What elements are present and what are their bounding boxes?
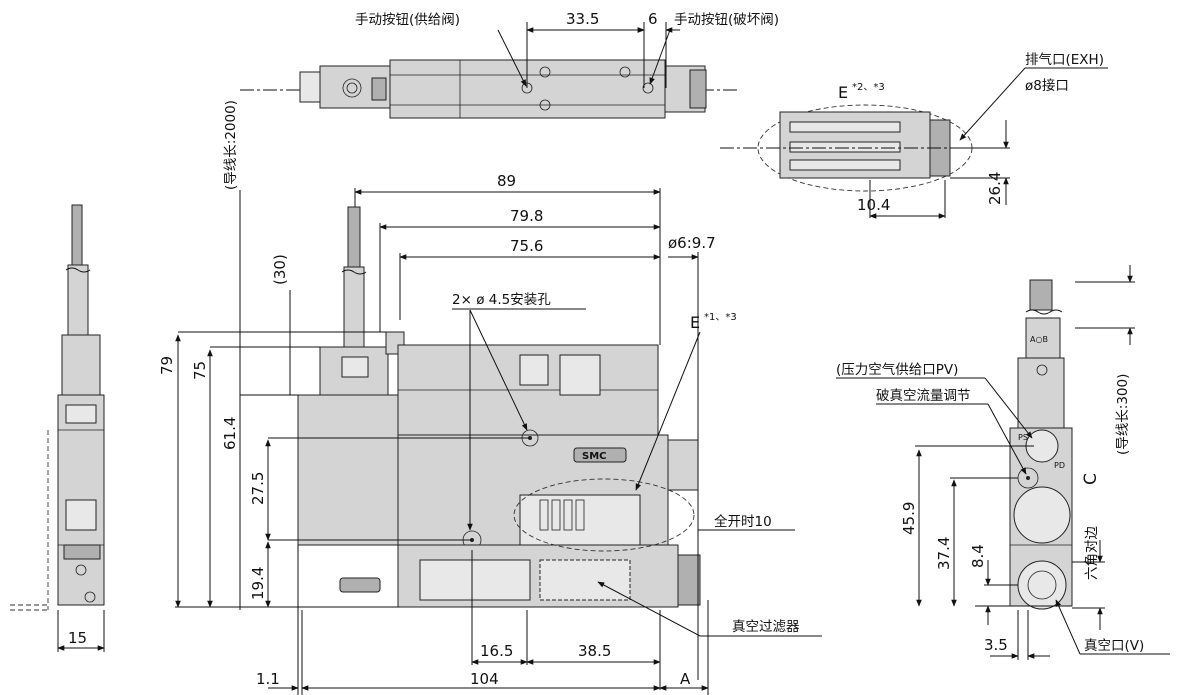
label-pressure-supply-port: (压力空气供给口PV) xyxy=(836,362,958,378)
dim-19-4: 19.4 xyxy=(249,567,267,600)
right-side-view: A○B PS PD xyxy=(1009,279,1073,610)
dim-26-4: 26.4 xyxy=(986,172,1004,205)
label-vacuum-filter: 真空过滤器 xyxy=(732,619,800,635)
dim-75-6: 75.6 xyxy=(510,237,543,255)
dim-33-5: 33.5 xyxy=(566,10,599,28)
dim-10-4: 10.4 xyxy=(857,196,890,214)
top-dimensions: 33.5 6 手动按钮(供给阀) 手动按钮(破坏阀) xyxy=(355,10,779,88)
dim-38-5: 38.5 xyxy=(578,642,611,660)
dim-61-4: 61.4 xyxy=(221,417,239,450)
label-fitting-8: ø8接口 xyxy=(1025,77,1069,94)
label-lead-300: (导线长:300) xyxy=(1115,374,1131,455)
dim-79: 79 xyxy=(158,356,176,375)
dim-89: 89 xyxy=(497,172,516,190)
svg-text:PD: PD xyxy=(1054,461,1065,470)
logo-smc: SMC xyxy=(582,451,607,462)
dim-16-5: 16.5 xyxy=(480,642,513,660)
dim-104: 104 xyxy=(470,670,499,688)
dim-27-5: 27.5 xyxy=(249,472,267,505)
label-manual-button-supply: 手动按钮(供给阀) xyxy=(355,12,460,28)
dim-3-5: 3.5 xyxy=(984,636,1008,654)
label-hex-across: 六角对边 xyxy=(1084,526,1100,580)
label-detail-e2-sup: *2、*3 xyxy=(852,82,885,93)
detail-e-top: E *2、*3 排气口(EXH) ø8接口 10.4 26.4 xyxy=(720,52,1108,219)
left-side-view: 15 xyxy=(10,204,105,652)
dim-phi6-9-7: ø6:9.7 xyxy=(668,234,716,252)
dim-8-4: 8.4 xyxy=(969,544,987,568)
label-exhaust-port: 排气口(EXH) xyxy=(1025,52,1104,68)
dim-15: 15 xyxy=(68,629,87,647)
dim-37-4: 37.4 xyxy=(935,537,953,570)
label-detail-e1: E xyxy=(690,313,700,332)
dim-45-9: 45.9 xyxy=(900,502,918,535)
front-view: SMC xyxy=(297,206,701,608)
label-vacuum-port: 真空口(V) xyxy=(1084,638,1144,654)
top-view xyxy=(240,59,740,119)
label-mounting-holes: 2× ø 4.5安装孔 xyxy=(452,292,551,308)
right-dimensions: (导线长:300) (压力空气供给口PV) 破真空流量调节 45.9 37.4 … xyxy=(836,265,1170,660)
label-lead-2000: (导线长:2000) xyxy=(223,100,239,190)
label-hex-c: C xyxy=(1081,473,1101,485)
label-manual-button-release: 手动按钮(破坏阀) xyxy=(674,12,779,28)
front-dimensions: 89 79.8 75.6 ø6:9.7 (导线长:2000) (30) 79 7… xyxy=(158,100,822,695)
dim-a: A xyxy=(680,670,691,688)
dim-75: 75 xyxy=(191,361,209,380)
dim-1-1: 1.1 xyxy=(256,670,280,688)
svg-text:PS: PS xyxy=(1018,433,1028,442)
label-detail-e1-sup: *1、*3 xyxy=(704,312,737,323)
label-release-flow-adjust: 破真空流量调节 xyxy=(876,388,971,404)
dim-6: 6 xyxy=(648,10,658,28)
dim-79-8: 79.8 xyxy=(510,207,543,225)
svg-text:A○B: A○B xyxy=(1030,335,1048,344)
label-detail-e2: E xyxy=(838,83,848,102)
label-full-open: 全开时10 xyxy=(714,513,772,530)
dim-30: (30) xyxy=(271,254,289,285)
